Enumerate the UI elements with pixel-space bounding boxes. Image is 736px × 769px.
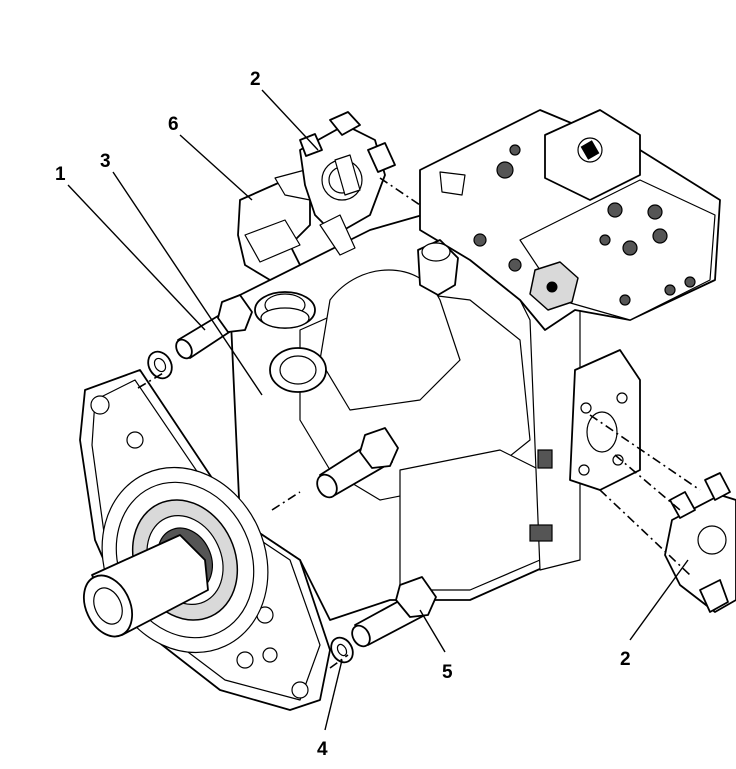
callout-2-side: 2 xyxy=(620,649,631,670)
top-ports xyxy=(254,291,327,393)
callout-6: 6 xyxy=(168,114,179,135)
callout-2-top: 2 xyxy=(250,69,261,90)
control-valve-block xyxy=(419,109,721,331)
side-flange-plate xyxy=(529,349,641,542)
side-split-flange xyxy=(664,472,736,613)
callout-4: 4 xyxy=(317,739,328,760)
callout-labels: 1 3 6 2 2 5 4 xyxy=(55,69,631,760)
drive-shaft xyxy=(83,534,209,638)
plug-fitting xyxy=(417,239,459,296)
assembly-centerlines xyxy=(137,177,701,669)
top-split-flange xyxy=(299,111,396,256)
leader-lines xyxy=(67,89,689,731)
bolt-5 xyxy=(351,576,437,648)
callout-1: 1 xyxy=(55,164,66,185)
housing-bolt xyxy=(316,427,399,499)
bolt-1 xyxy=(147,294,253,380)
callout-3: 3 xyxy=(100,151,111,172)
callout-5: 5 xyxy=(442,662,453,683)
